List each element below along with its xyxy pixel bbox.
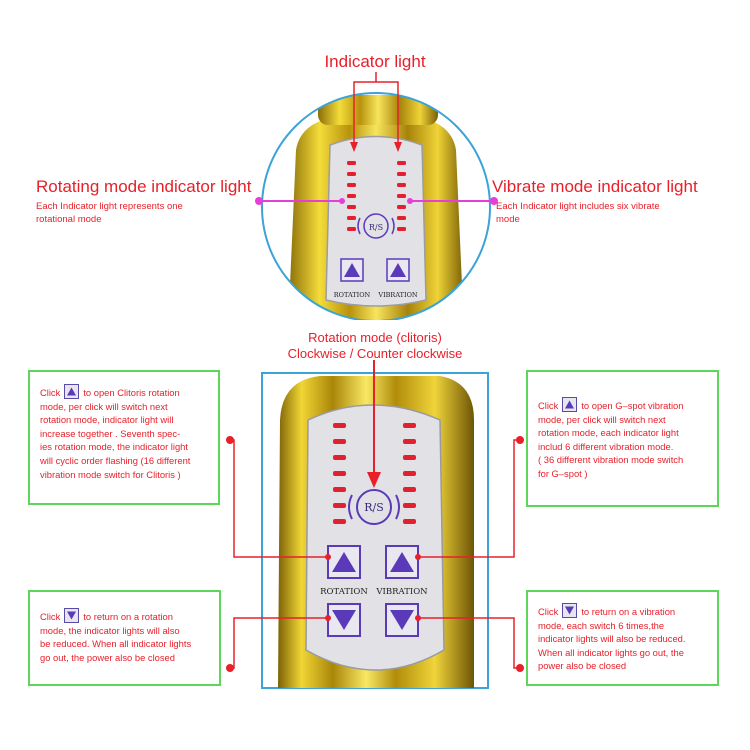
top-rs-ring (363, 213, 389, 239)
top-rs-label: R/S (369, 223, 383, 232)
main-vibration-up-button (385, 545, 419, 579)
vibrate-desc-line: mode (496, 214, 520, 225)
rotation-mode-title-line-1: Rotation mode (clitoris) (308, 330, 442, 345)
rotating-mode-title: Rotating mode indicator light (36, 177, 252, 196)
rotating-desc-line: rotational mode (36, 214, 102, 225)
box-line: power also be closed (538, 660, 627, 672)
top-circle-frame (261, 92, 491, 320)
info-box-vibration-down: Click to return on a vibration mode, each… (526, 590, 719, 686)
box-line: for G–spot ) (538, 467, 588, 479)
box-line: indicator lights will also be reduced. (538, 633, 686, 645)
box-first-line: to open Clitoris rotation (83, 387, 180, 398)
box-click-word: Click (538, 400, 559, 411)
box-line: will cyclic order flashing (16 different (40, 454, 191, 466)
box-line: be reduced. When all indicator lights (40, 638, 192, 650)
main-rs-label: R/S (364, 501, 384, 514)
box-line: rotation mode, indicator light will (40, 414, 174, 426)
down-triangle-icon (64, 608, 80, 623)
main-rotation-label: ROTATION (320, 587, 368, 597)
box-click-word: Click (40, 611, 61, 622)
box-line: mode, per click will switch next (538, 413, 666, 425)
top-device-illustration: R/S ROTATION VIBRATION (255, 72, 498, 320)
up-triangle-icon (562, 397, 578, 412)
top-indicator-lights (347, 161, 406, 231)
box-line: go out, the power also be closed (40, 651, 175, 663)
info-box-rotation-down: Click to return on a rotation mode, the i… (28, 590, 221, 686)
rotating-mode-desc: Each Indicator light represents one rota… (36, 200, 183, 226)
box-line: mode, the indicator lights will also (40, 624, 180, 636)
box-first-line: to return on a vibration (581, 606, 676, 617)
vibrate-desc-line: Each Indicator light includes six vibrat… (496, 201, 660, 212)
box-line: rotation mode, each indicator light (538, 427, 679, 439)
indicator-light-title: Indicator light (324, 52, 426, 71)
main-device-illustration: R/S ROTATION VIBRATION (226, 360, 524, 689)
box-line: When all indicator lights go out, the (538, 646, 684, 658)
box-line: mode, per click will switch next (40, 400, 168, 412)
main-indicator-lights (333, 423, 416, 524)
rotation-mode-title-line-2: Clockwise / Counter clockwise (287, 346, 463, 361)
box-line: mode, each switch 6 times,the (538, 619, 665, 631)
box-line: vibration mode switch for Clitoris ) (40, 468, 181, 480)
rotating-desc-line: Each Indicator light represents one (36, 201, 183, 212)
top-vibration-label: VIBRATION (377, 291, 418, 299)
down-triangle-icon (562, 603, 578, 618)
box-first-line: to return on a rotation (83, 611, 173, 622)
main-rotation-up-button (327, 545, 361, 579)
box-line: ( 36 different vibration mode switch (538, 454, 684, 466)
info-box-rotation-up: Click to open Clitoris rotation mode, per… (28, 370, 220, 505)
up-triangle-icon (64, 384, 80, 399)
box-line: increase together . Seventh spec- (40, 427, 181, 439)
box-first-line: to open G–spot vibration (581, 400, 684, 411)
rotation-mode-title: Rotation mode (clitoris) Clockwise / Cou… (230, 330, 520, 362)
box-line: ies rotation mode, the indicator light (40, 441, 188, 453)
box-line: includ 6 different vibration mode. (538, 440, 674, 452)
info-box-vibration-up: Click to open G–spot vibration mode, per … (526, 370, 719, 507)
box-click-word: Click (538, 606, 559, 617)
vibrate-mode-desc: Each Indicator light includes six vibrat… (496, 200, 660, 226)
main-vibration-label: VIBRATION (375, 587, 428, 597)
vibrate-mode-title: Vibrate mode indicator light (492, 177, 698, 196)
box-click-word: Click (40, 387, 61, 398)
main-rs-ring (356, 489, 392, 525)
top-rotation-label: ROTATION (334, 291, 371, 299)
